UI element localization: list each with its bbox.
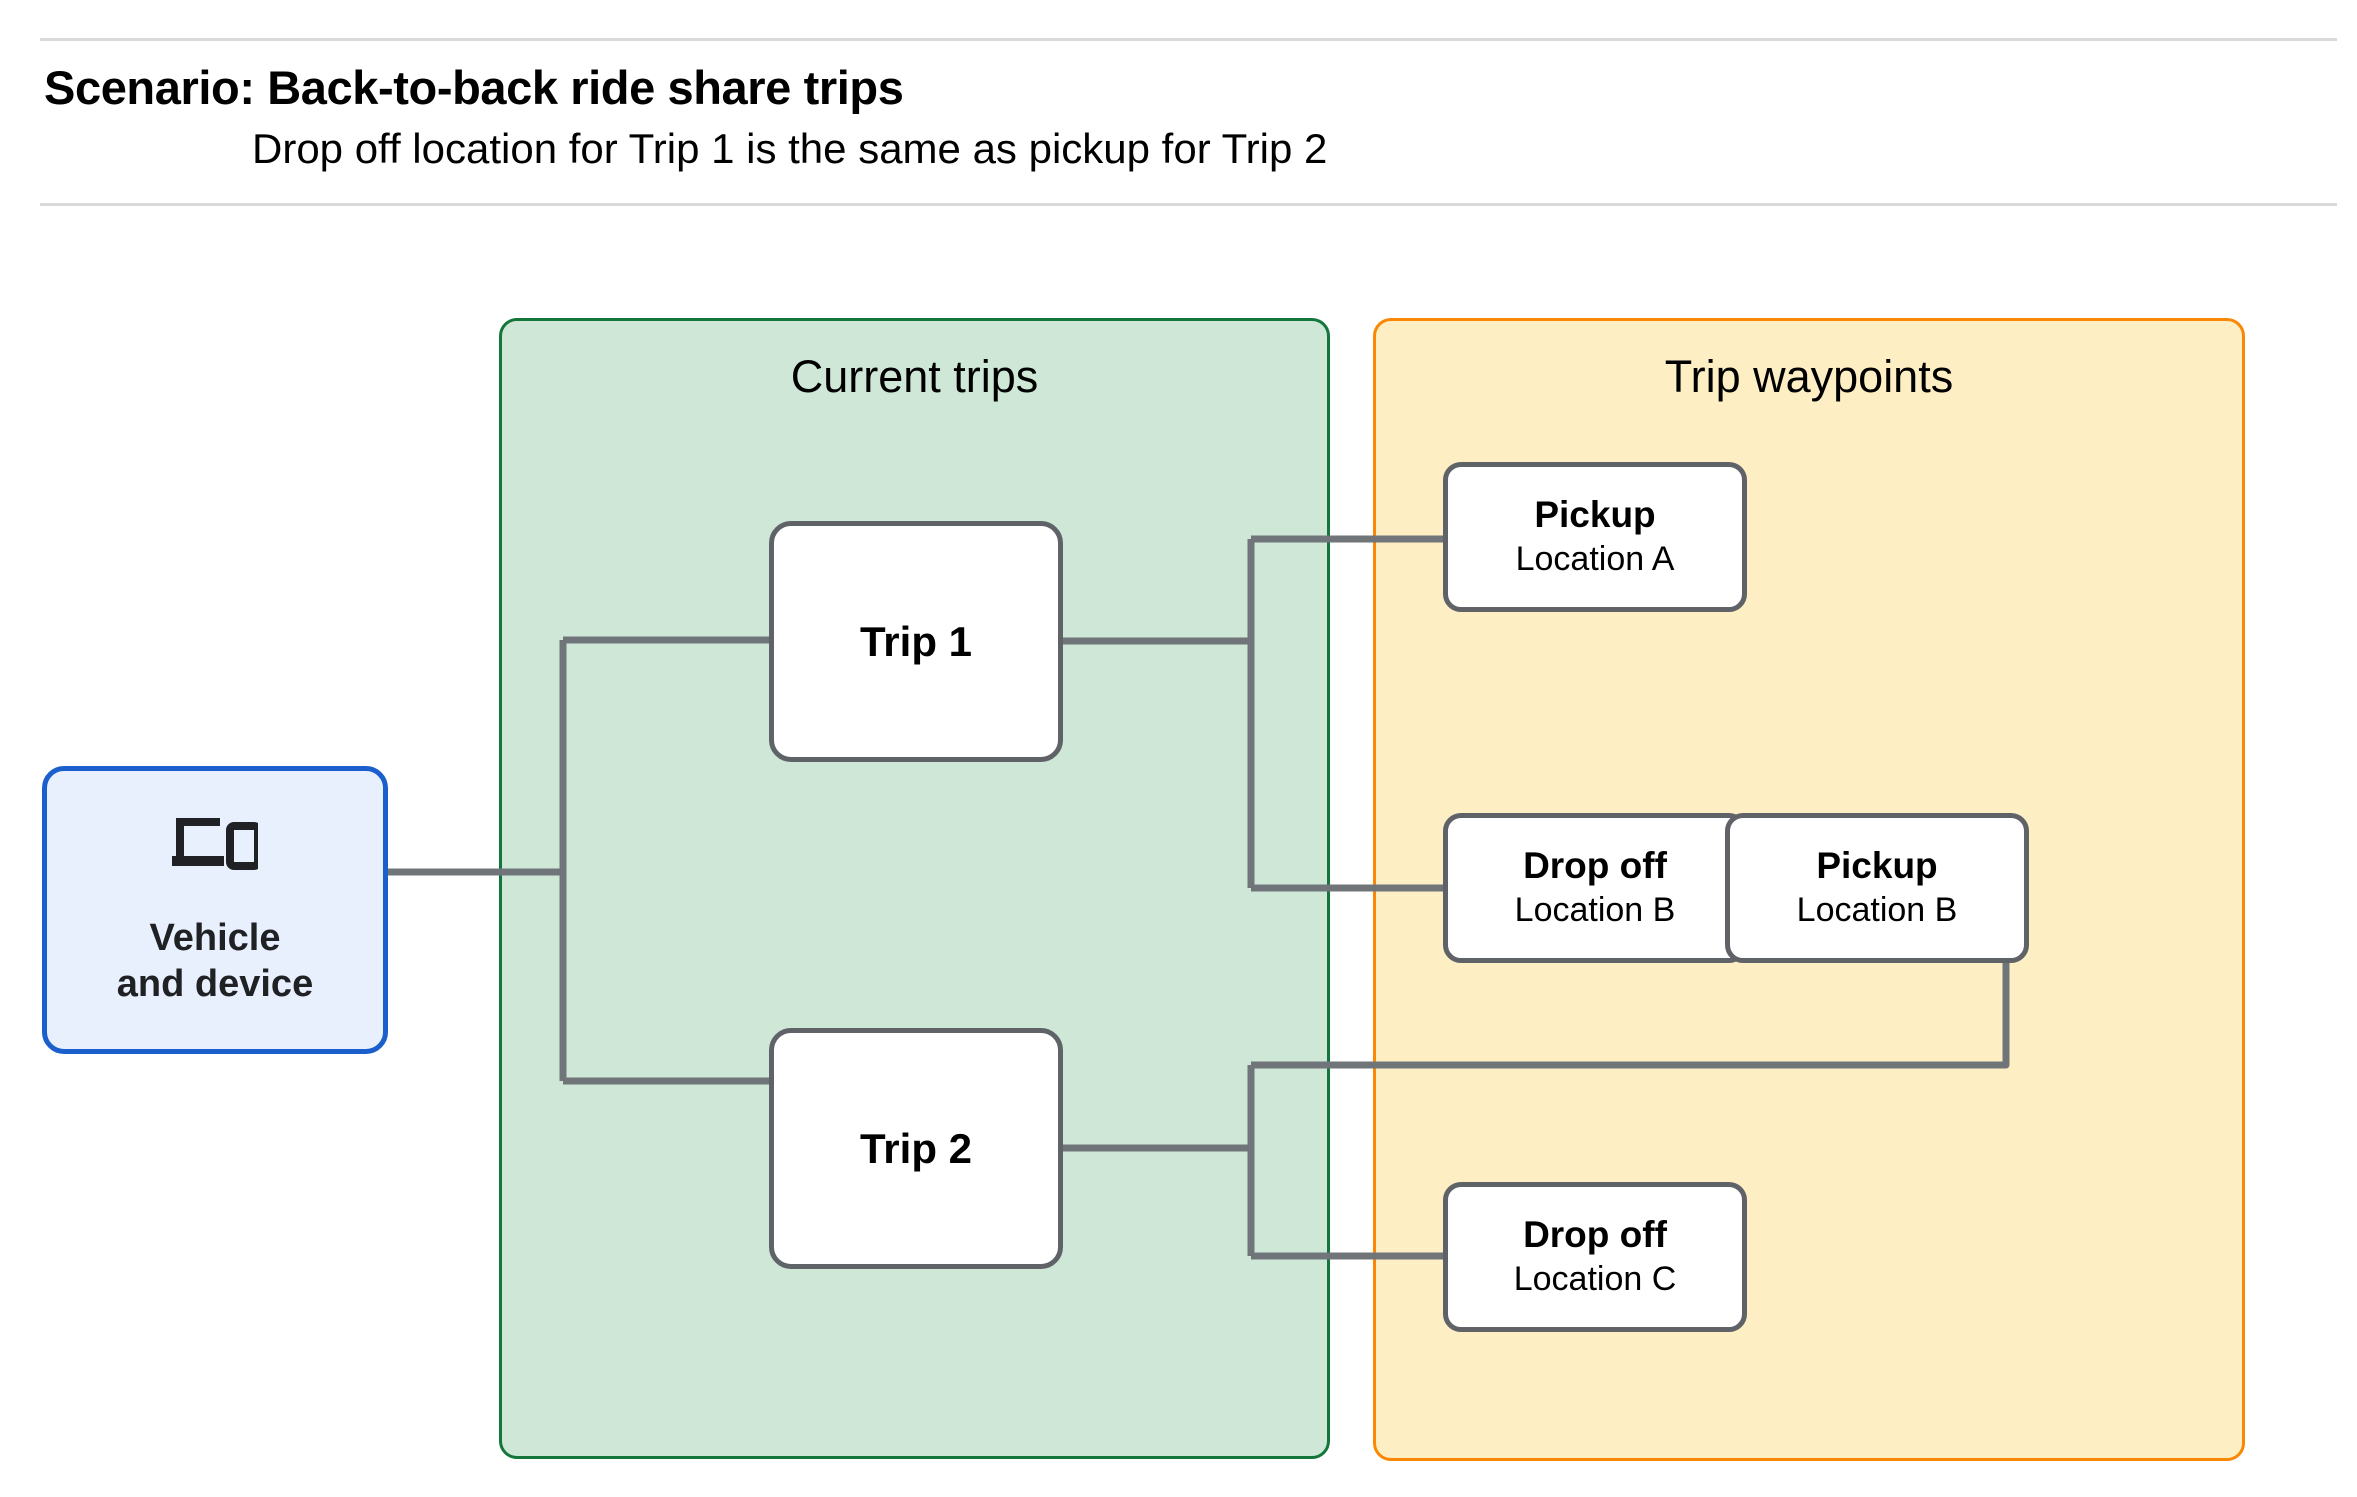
node-trip-1[interactable]: Trip 1 (769, 521, 1063, 762)
node-waypoint-pickup-a[interactable]: Pickup Location A (1443, 462, 1747, 612)
node-waypoint-pickup-a-title: Pickup (1534, 493, 1656, 535)
group-trip-waypoints-title: Trip waypoints (1664, 351, 1954, 402)
group-current-trips-title: Current trips (790, 351, 1039, 402)
node-waypoint-dropoff-c[interactable]: Drop off Location C (1443, 1182, 1747, 1332)
node-waypoint-dropoff-b-title: Drop off (1523, 844, 1667, 886)
node-trip-1-label: Trip 1 (859, 617, 973, 665)
group-current-trips: Current trips (499, 318, 1330, 1459)
header-divider-bottom (40, 203, 2337, 206)
node-vehicle-and-device[interactable]: Vehicle and device (42, 766, 388, 1054)
node-waypoint-dropoff-b[interactable]: Drop off Location B (1443, 813, 1747, 963)
node-trip-2-label: Trip 2 (859, 1124, 973, 1172)
header-divider-top (40, 38, 2337, 41)
node-waypoint-pickup-a-location: Location A (1515, 540, 1675, 579)
header-block: Scenario: Back-to-back ride share trips … (44, 60, 2044, 174)
node-waypoint-pickup-b-title: Pickup (1816, 844, 1938, 886)
node-waypoint-dropoff-b-location: Location B (1514, 891, 1676, 930)
node-waypoint-dropoff-c-location: Location C (1513, 1260, 1677, 1299)
page-subtitle: Drop off location for Trip 1 is the same… (252, 125, 1328, 173)
devices-icon (172, 818, 258, 871)
node-trip-2[interactable]: Trip 2 (769, 1028, 1063, 1269)
node-vehicle-label: Vehicle and device (116, 917, 314, 1005)
node-waypoint-pickup-b-location: Location B (1796, 891, 1958, 930)
node-waypoint-dropoff-c-title: Drop off (1523, 1213, 1667, 1255)
node-waypoint-pickup-b[interactable]: Pickup Location B (1725, 813, 2029, 963)
page-title: Scenario: Back-to-back ride share trips (44, 61, 904, 114)
